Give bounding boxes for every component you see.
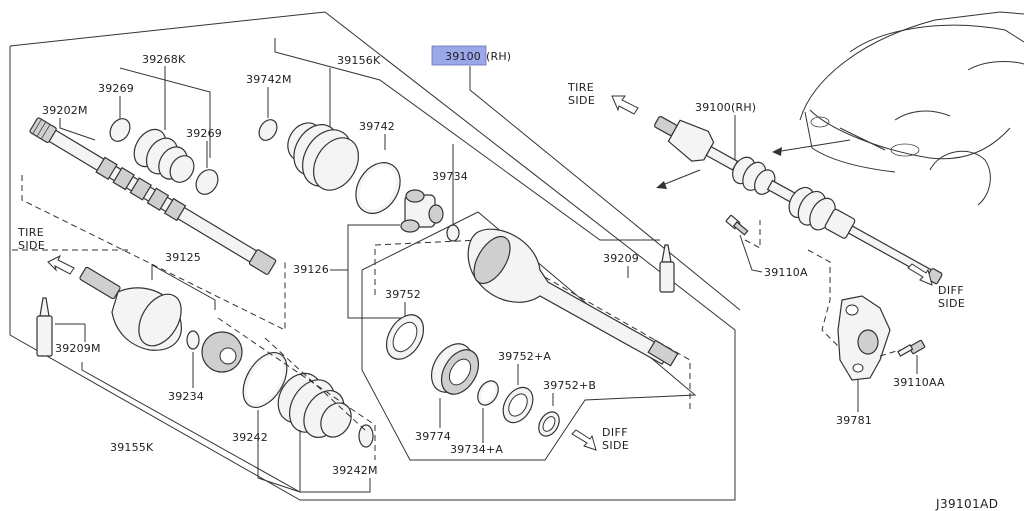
part-label-39156k[interactable]: 39156K xyxy=(337,54,381,67)
diff-side-mid-line1: DIFF xyxy=(602,426,628,439)
part-label-39155k[interactable]: 39155K xyxy=(110,441,154,454)
clamp-39742m xyxy=(258,119,278,141)
part-label-39126[interactable]: 39126 xyxy=(293,263,329,276)
clamp-39269-b xyxy=(195,169,219,195)
part-label-39734[interactable]: 39734 xyxy=(432,170,468,183)
arrow-tire-left-icon xyxy=(47,254,75,275)
inner-race xyxy=(201,331,243,373)
arrow-tire-right-icon xyxy=(611,95,639,115)
part-label-39110a[interactable]: 39110A xyxy=(764,266,808,279)
leader-39110a xyxy=(739,234,763,273)
part-label-39110aa[interactable]: 39110AA xyxy=(893,376,945,389)
guide-39110aa xyxy=(879,349,901,357)
vehicle-pointer-line xyxy=(774,139,851,153)
vehicle-pointer-arrow-icon xyxy=(772,147,782,156)
boot-39268k xyxy=(133,128,195,183)
grease-tube-39209 xyxy=(659,244,675,293)
part-label-39209m[interactable]: 39209M xyxy=(55,342,101,355)
leader-39242 xyxy=(257,410,301,493)
diff-side-right-line1: DIFF xyxy=(938,284,964,297)
bracket-39781 xyxy=(837,295,891,381)
clamp-39242m xyxy=(358,424,374,448)
part-label-39242[interactable]: 39242 xyxy=(232,431,268,444)
part-label-39742m[interactable]: 39742M xyxy=(246,73,292,86)
part-label-39242m[interactable]: 39242M xyxy=(332,464,378,477)
bracket-39126 xyxy=(330,224,400,271)
boot-39156k xyxy=(287,122,360,191)
bracket-39126-b xyxy=(347,270,410,319)
part-label-39742[interactable]: 39742 xyxy=(359,120,395,133)
part-label-39752[interactable]: 39752 xyxy=(385,288,421,301)
part-label-39752a[interactable]: 39752+A xyxy=(498,350,551,363)
clip-39234 xyxy=(186,330,200,350)
diagram-code: J39101AD xyxy=(935,497,998,511)
guide-lower-left-b xyxy=(264,337,366,431)
boot-39155k xyxy=(277,372,352,438)
tire-side-left-line1: TIRE xyxy=(17,226,44,239)
guide-39781 xyxy=(807,249,841,349)
outer-housing-39100 xyxy=(467,228,679,367)
diff-side-mid-line2: SIDE xyxy=(602,439,629,452)
driveshaft-assembly xyxy=(653,115,943,285)
tripod-joint xyxy=(400,189,444,233)
leader-39100 xyxy=(469,66,741,311)
outer-cv-joint-39125 xyxy=(79,266,182,351)
part-label-39268k[interactable]: 39268K xyxy=(142,53,186,66)
guide-lower-left xyxy=(217,317,376,460)
assembly-direction-line xyxy=(659,169,701,187)
bearing-39774 xyxy=(430,343,480,395)
part-label-39269-b[interactable]: 39269 xyxy=(186,127,222,140)
bracket-39156k xyxy=(274,38,640,241)
leader-39202m xyxy=(59,118,96,141)
bolt-39110aa xyxy=(897,339,926,357)
bracket-39268k xyxy=(119,67,211,158)
boot-39242 xyxy=(242,352,288,408)
part-label-39734a[interactable]: 39734+A xyxy=(450,443,503,456)
bolt-39110a xyxy=(725,214,749,236)
tire-side-right-line1: TIRE xyxy=(567,81,594,94)
bracket-39125 xyxy=(151,264,216,310)
tire-side-right-line2: SIDE xyxy=(568,94,595,107)
part-label-39781[interactable]: 39781 xyxy=(836,414,872,427)
diff-side-right-line2: SIDE xyxy=(938,297,965,310)
part-label-highlight xyxy=(431,45,487,66)
part-label-39100-rh[interactable]: 39100(RH) xyxy=(695,101,756,114)
part-label-39125[interactable]: 39125 xyxy=(165,251,201,264)
tire-side-left-line2: SIDE xyxy=(18,239,45,252)
guide-upper-left xyxy=(21,175,286,331)
part-label-39774[interactable]: 39774 xyxy=(415,430,451,443)
shaft-39202m xyxy=(29,117,277,275)
part-label-39752b[interactable]: 39752+B xyxy=(543,379,596,392)
grease-tube-39209m xyxy=(36,297,53,357)
part-label-39269-a[interactable]: 39269 xyxy=(98,82,134,95)
arrow-diff-mid-icon xyxy=(571,429,597,451)
part-label-39100-suffix: (RH) xyxy=(486,50,511,63)
part-label-39100[interactable]: 39100 xyxy=(445,50,481,63)
part-label-39202m[interactable]: 39202M xyxy=(42,104,88,117)
exploded-view-frame xyxy=(9,11,736,501)
clamp-39269-a xyxy=(109,118,131,142)
vehicle-outline xyxy=(799,11,1024,206)
snap-ring-39734 xyxy=(446,224,460,242)
arrow-diff-right-icon xyxy=(907,263,933,286)
guide-39110a xyxy=(744,220,761,249)
assembly-direction-arrow-icon xyxy=(656,181,667,189)
part-label-39209[interactable]: 39209 xyxy=(603,252,639,265)
part-label-39234[interactable]: 39234 xyxy=(168,390,204,403)
